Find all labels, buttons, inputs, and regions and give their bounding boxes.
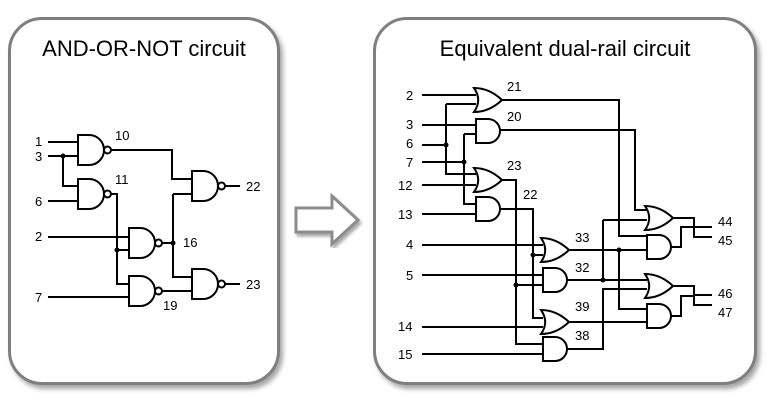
nand-gate: [191, 170, 226, 202]
input-label: 6: [406, 136, 413, 151]
or-gate: [643, 204, 675, 232]
nand-gate: [128, 275, 163, 307]
wire-33-branch: [618, 250, 647, 310]
wire-22: [500, 208, 543, 319]
input-label: 2: [35, 229, 42, 244]
junction-dot: [461, 159, 467, 165]
junction-dot: [60, 153, 66, 159]
or-gate: [539, 308, 571, 336]
nand-gate: [77, 178, 112, 210]
junction-dot: [600, 277, 606, 283]
wire-20: [500, 129, 647, 211]
gate-label: 33: [575, 230, 589, 245]
gate-label: 38: [575, 328, 589, 343]
gate-label: 22: [523, 187, 537, 202]
and-gate: [475, 118, 501, 144]
nand-gate: [128, 227, 163, 259]
input-label: 3: [406, 117, 413, 132]
panel-title: AND-OR-NOT circuit: [42, 36, 246, 61]
or-gate: [643, 272, 675, 300]
and-gate: [542, 267, 568, 293]
input-label: 6: [35, 194, 42, 209]
input-label: 14: [398, 319, 412, 334]
output-label: 44: [718, 214, 732, 229]
or-gate: [472, 86, 504, 114]
wire-branch-3: [62, 156, 78, 187]
input-label: 12: [398, 178, 412, 193]
and-gate: [475, 196, 501, 222]
junction-dot: [443, 142, 449, 148]
junction-dot: [513, 282, 519, 288]
input-label: 5: [406, 268, 413, 283]
right-arrow-icon: [294, 192, 361, 248]
output-label: 45: [718, 233, 732, 248]
wire-11: [111, 193, 129, 285]
output-label: 23: [246, 277, 260, 292]
wire-23: [500, 179, 543, 345]
junction-dot: [114, 247, 120, 253]
or-gate: [539, 236, 571, 264]
gate-label: 39: [575, 299, 589, 314]
input-label: 7: [406, 155, 413, 170]
wire-6-branches: [445, 103, 476, 175]
wire-7-branches: [463, 133, 476, 205]
input-label: 4: [406, 237, 413, 252]
wire-output-45: [670, 226, 712, 248]
input-label: 7: [35, 290, 42, 305]
and-gate: [646, 303, 672, 329]
input-label: 1: [35, 134, 42, 149]
junction-dot: [616, 247, 622, 253]
gate-label: 23: [507, 158, 521, 173]
output-label: 47: [718, 305, 732, 320]
and-gate: [646, 234, 672, 260]
junction-dot: [530, 252, 536, 258]
wire-output-47: [670, 295, 712, 317]
input-label: 13: [398, 207, 412, 222]
panel-title: Equivalent dual-rail circuit: [439, 36, 691, 61]
nand-gate: [191, 268, 226, 300]
wire-output-46: [670, 285, 712, 296]
wire-21: [500, 99, 647, 237]
or-gate: [472, 166, 504, 194]
gate-label: 11: [115, 172, 129, 187]
nand-gate: [77, 134, 112, 166]
gate-label: 19: [163, 298, 177, 313]
gate-label: 10: [115, 128, 129, 143]
gate-label: 21: [507, 79, 521, 94]
gate-label: 16: [183, 235, 197, 250]
input-label: 15: [398, 347, 412, 362]
and-gate: [542, 336, 568, 362]
input-label: 2: [406, 88, 413, 103]
input-label: 3: [35, 149, 42, 164]
wire-10: [111, 149, 192, 180]
wire-38: [567, 288, 647, 350]
output-label: 22: [246, 179, 260, 194]
wire-16-branches: [172, 193, 192, 278]
junction-dot: [170, 240, 176, 246]
output-label: 46: [718, 286, 732, 301]
gate-label: 32: [575, 260, 589, 275]
gate-label: 20: [507, 109, 521, 124]
wire-output-44: [670, 217, 712, 228]
